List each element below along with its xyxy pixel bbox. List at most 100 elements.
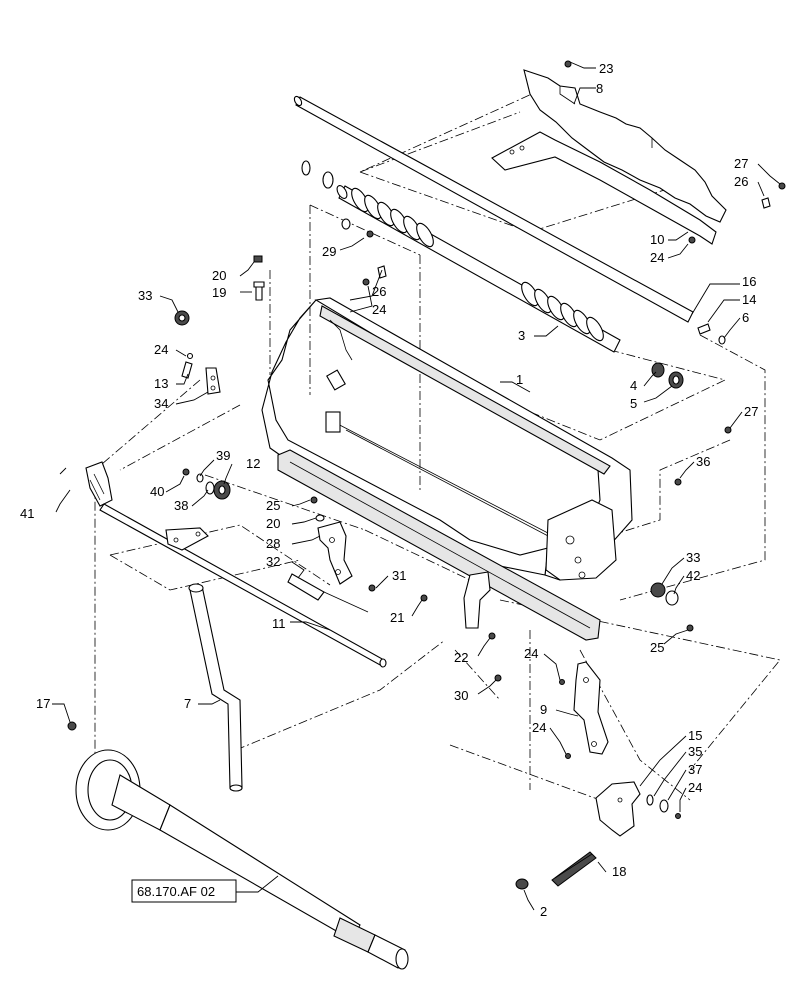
callout-24-r2: 24: [532, 720, 546, 735]
callout-17: 17: [36, 696, 50, 711]
part-16-shaft: [293, 95, 694, 323]
callout-35: 35: [688, 744, 702, 759]
part-shaft-end-rings: [301, 160, 334, 189]
part-30-bolt: [494, 674, 502, 682]
part-34-bracket: [205, 367, 221, 395]
callout-24-left: 24: [154, 342, 168, 357]
auger-flights-lower: [521, 281, 604, 342]
reference-box-label: 68.170.AF 02: [137, 884, 215, 899]
callout-5: 5: [630, 396, 637, 411]
callout-29: 29: [322, 244, 336, 259]
callout-33-left: 33: [138, 288, 152, 303]
part-11-rod: [99, 503, 387, 668]
callout-22: 22: [454, 650, 468, 665]
part-26-fastener-mid: [362, 265, 387, 286]
callout-27-top: 27: [734, 156, 748, 171]
part-18-spring: [551, 851, 597, 887]
part-26-washer-top: [761, 197, 771, 209]
callout-25-left: 25: [266, 498, 280, 513]
callout-34: 34: [154, 396, 168, 411]
part-33-bearing-right: [650, 582, 666, 598]
part-lower-bracket: [463, 571, 491, 629]
part-20-washer: [315, 514, 325, 522]
callout-32: 32: [266, 554, 280, 569]
part-25-bolt-right: [686, 624, 694, 632]
callout-16: 16: [742, 274, 756, 289]
part-29-bolt: [341, 218, 374, 238]
part-36-bolt: [674, 478, 682, 486]
part-23-bolt: [564, 60, 572, 68]
callout-41: 41: [20, 506, 34, 521]
part-28-bracket: [317, 521, 353, 585]
part-21-bolt: [420, 594, 428, 602]
part-27-bolt-top: [778, 182, 786, 190]
callout-4: 4: [630, 378, 637, 393]
part-7-tube: [188, 583, 243, 792]
part-42-ring: [665, 590, 679, 606]
callout-20-mid: 20: [266, 516, 280, 531]
part-31-bolt: [368, 584, 376, 592]
callout-13: 13: [154, 376, 168, 391]
part-25-bolt-upper: [310, 496, 318, 504]
part-33-bearing-left: [174, 310, 190, 326]
part-24-fasteners-right: [559, 679, 681, 819]
callout-labels: 23 8 27 26 10 24 29 26 24 20 19 33 24 13…: [20, 61, 758, 919]
reference-box[interactable]: 68.170.AF 02: [131, 879, 237, 903]
callout-11: 11: [272, 616, 286, 631]
part-14-pin: [697, 323, 711, 335]
callout-42: 42: [686, 568, 700, 583]
callout-8: 8: [596, 81, 603, 96]
part-8-shield: [523, 69, 727, 223]
part-5-bearing: [668, 371, 684, 389]
callout-30: 30: [454, 688, 468, 703]
callout-31: 31: [392, 568, 406, 583]
part-24-fasteners-left: [186, 352, 194, 360]
callout-24-top: 24: [650, 250, 664, 265]
callout-27-mid: 27: [744, 404, 758, 419]
callout-7: 7: [184, 696, 191, 711]
callout-36: 36: [696, 454, 710, 469]
part-38-washer: [205, 481, 215, 495]
callout-33-right: 33: [686, 550, 700, 565]
part-2-grommet: [515, 878, 529, 890]
callout-24-r3: 24: [688, 780, 702, 795]
callout-39: 39: [216, 448, 230, 463]
callout-3: 3: [518, 328, 525, 343]
auger-flights-upper: [351, 187, 434, 248]
callout-10: 10: [650, 232, 664, 247]
part-9-plate: [573, 661, 609, 755]
part-40-bolt: [182, 468, 190, 476]
part-27-bolt-mid: [724, 426, 732, 434]
drive-shaft: [67, 721, 409, 970]
callout-26-top: 26: [734, 174, 748, 189]
callout-28: 28: [266, 536, 280, 551]
leader-lines: [52, 61, 781, 911]
part-1-hopper-frame: [261, 297, 633, 641]
callout-25-right: 25: [650, 640, 664, 655]
part-41-handle-grip: [85, 461, 113, 507]
callout-6: 6: [742, 310, 749, 325]
part-22-nut: [488, 632, 496, 640]
callout-9: 9: [540, 702, 547, 717]
callout-12: 12: [246, 456, 260, 471]
part-15-bracket: [595, 781, 641, 837]
callout-15: 15: [688, 728, 702, 743]
part-37-spacer: [659, 799, 669, 813]
callout-20-top: 20: [212, 268, 226, 283]
callout-24-r1: 24: [524, 646, 538, 661]
part-4-bushing: [651, 362, 665, 378]
part-35-washer: [646, 794, 654, 806]
part-32-pin: [287, 573, 369, 613]
part-3-auger: [336, 185, 621, 353]
callout-38: 38: [174, 498, 188, 513]
part-39-spacer: [196, 473, 204, 483]
callout-23: 23: [599, 61, 613, 76]
part-24-nut-top: [688, 236, 696, 244]
part-12-hub: [213, 480, 231, 500]
callout-37: 37: [688, 762, 702, 777]
part-13-fastener: [181, 361, 193, 379]
callout-2: 2: [540, 904, 547, 919]
callout-24-mid: 24: [372, 302, 386, 317]
callout-19: 19: [212, 285, 226, 300]
